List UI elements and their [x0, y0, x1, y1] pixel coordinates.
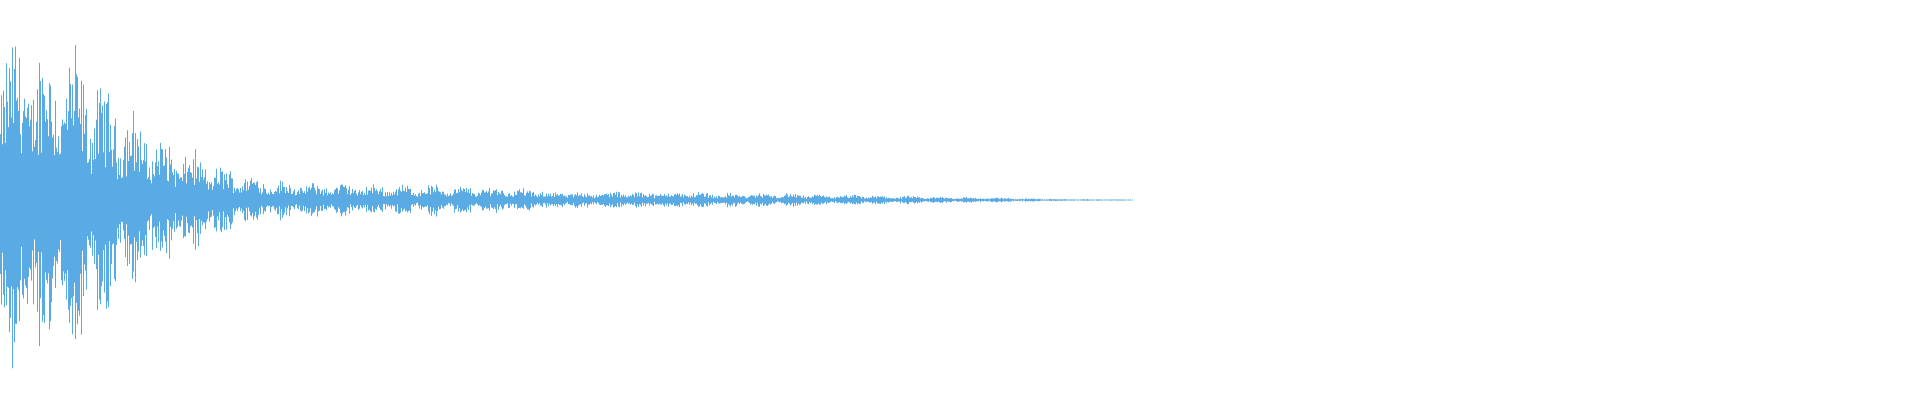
waveform-bars — [0, 45, 1133, 369]
waveform-samples — [0, 45, 1133, 369]
